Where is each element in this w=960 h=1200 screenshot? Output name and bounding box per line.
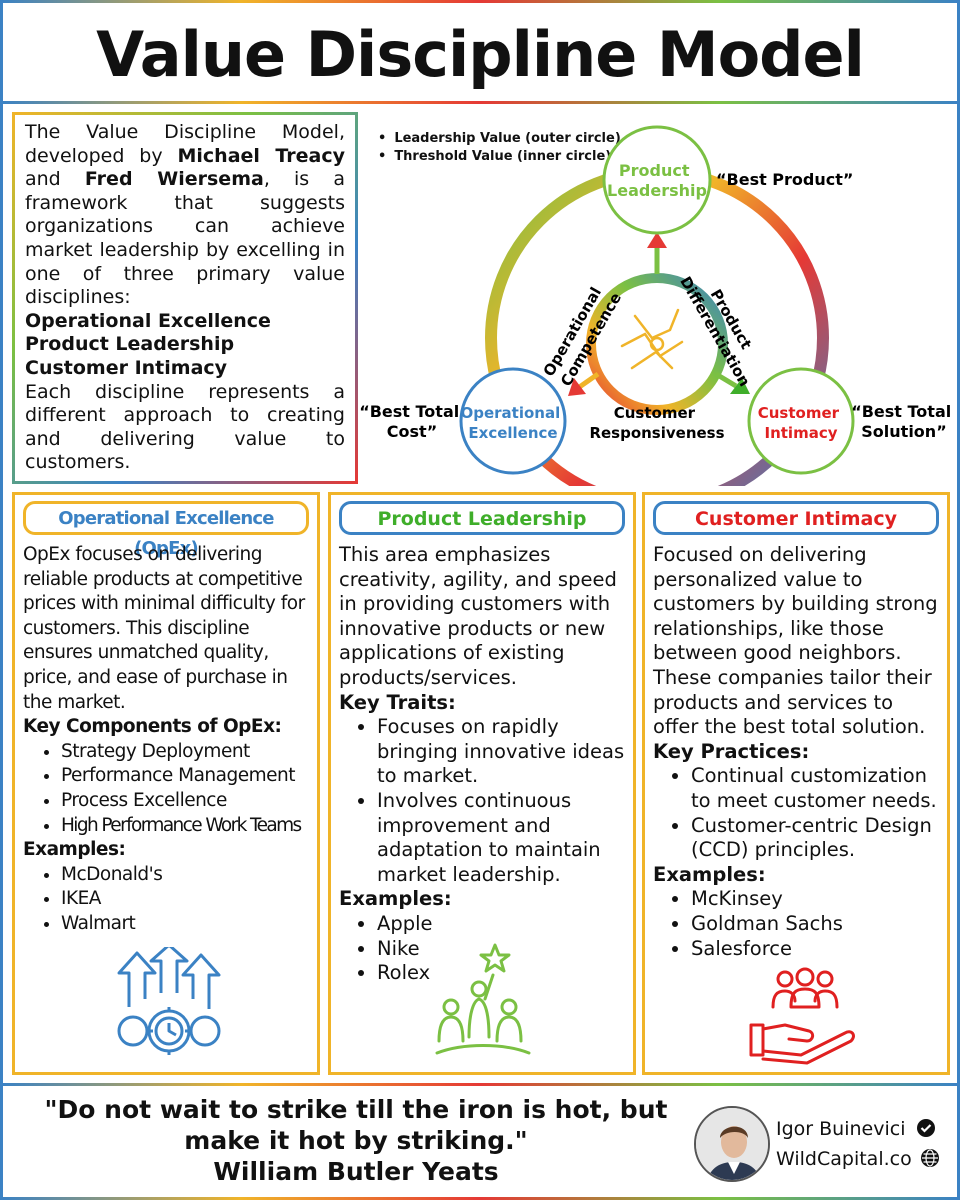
arrow-up-icon — [647, 232, 667, 274]
author-name: Igor Buinevici — [776, 1118, 936, 1140]
title-divider — [3, 101, 957, 104]
list-item: IKEA — [61, 887, 313, 912]
arc-label-operational-competence: Operational Competence — [540, 280, 625, 390]
avatar — [694, 1106, 770, 1182]
ci-description: Focused on delivering personalized value… — [653, 543, 938, 739]
quote-line: "Do not wait to strike till the iron is … — [44, 1095, 668, 1124]
intro-text-1: The Value Discipline Model, developed by — [25, 121, 345, 167]
quote-best-total-cost: “Best Total Cost” — [360, 402, 465, 441]
discipline-item: Operational Excellence — [25, 309, 271, 332]
author-name-text: Igor Buinevici — [776, 1118, 906, 1140]
intro-box: The Value Discipline Model, developed by… — [12, 112, 358, 484]
pl-traits-list: Focuses on rapidly bringing innovative i… — [339, 715, 629, 887]
list-item: Salesforce — [691, 937, 943, 962]
globe-icon — [920, 1149, 939, 1167]
quote-author: William Butler Yeats — [213, 1157, 499, 1186]
pl-examples-heading: Examples: — [339, 887, 452, 911]
opex-examples-heading: Examples: — [23, 839, 126, 861]
pl-traits-heading: Key Traits: — [339, 690, 456, 714]
list-item: McKinsey — [691, 887, 943, 912]
intro-closing: Each discipline represents a different a… — [25, 380, 345, 474]
opex-components-heading: Key Components of OpEx: — [23, 716, 282, 738]
opex-heading: Operational Excellence (OpEx) — [23, 501, 309, 559]
node-product-leadership: Product Leadership — [602, 125, 712, 235]
legend-item: Threshold Value (inner circle) — [378, 148, 621, 166]
node-operational-excellence: Operational Excellence — [459, 367, 567, 475]
discipline-item: Product Leadership — [25, 333, 235, 356]
pl-description: This area emphasizes creativity, agility… — [339, 543, 617, 689]
customer-intimacy-card: Customer Intimacy Focused on delivering … — [642, 492, 950, 1075]
ci-heading: Customer Intimacy — [653, 501, 939, 535]
ci-examples-heading: Examples: — [653, 862, 766, 886]
arrow-right-icon — [714, 371, 750, 394]
discipline-item: Customer Intimacy — [25, 356, 228, 379]
arrow-left-icon — [568, 371, 600, 396]
ci-practices-heading: Key Practices: — [653, 739, 810, 763]
pl-heading: Product Leadership — [339, 501, 625, 535]
node-customer-intimacy: Customer Intimacy — [747, 367, 855, 475]
opex-description: OpEx focuses on delivering reliable prod… — [23, 544, 305, 713]
hand-people-icon — [749, 967, 855, 1065]
list-item: Process Excellence — [61, 789, 313, 814]
page-title: Value Discipline Model — [96, 18, 865, 91]
pl-examples-list: Apple Nike Rolex — [339, 912, 629, 986]
footer-divider — [3, 1083, 957, 1086]
intro-and: and — [25, 168, 61, 191]
pl-body: This area emphasizes creativity, agility… — [339, 543, 629, 986]
list-item: Nike — [377, 937, 629, 962]
inner-ring — [586, 273, 728, 415]
list-item: Rolex — [377, 961, 629, 986]
author-name-treacy: Michael Treacy — [177, 144, 345, 167]
author-website-text: WildCapital.co — [776, 1148, 912, 1170]
svg-text:Product Leadership: Product Leadership — [607, 161, 707, 200]
value-discipline-diagram: Operational Competence Product Different… — [360, 125, 957, 486]
list-item: High Performance Work Teams — [61, 814, 313, 839]
list-item: Customer-centric Design (CCD) principles… — [691, 814, 943, 863]
verified-badge-icon — [916, 1119, 935, 1137]
list-item: Apple — [377, 912, 629, 937]
intro-paragraph: The Value Discipline Model, developed by… — [25, 121, 345, 310]
diagram-legend: Leadership Value (outer circle) Threshol… — [378, 130, 621, 166]
opex-card: Operational Excellence (OpEx) OpEx focus… — [12, 492, 320, 1075]
author-website[interactable]: WildCapital.co — [776, 1148, 940, 1170]
arc-label-customer-responsiveness: Customer Responsiveness — [589, 404, 724, 442]
opex-examples-list: McDonald's IKEA Walmart — [23, 863, 313, 937]
svg-text:Operational Excellence: Operational Excellence — [461, 404, 566, 442]
svg-text:Customer Intimacy: Customer Intimacy — [758, 404, 845, 442]
product-leadership-card: Product Leadership This area emphasizes … — [328, 492, 636, 1075]
quote-best-product: “Best Product” — [716, 170, 853, 189]
ci-practices-list: Continual customization to meet customer… — [653, 764, 943, 862]
list-item: Focuses on rapidly bringing innovative i… — [377, 715, 629, 789]
list-item: Strategy Deployment — [61, 740, 313, 765]
gears-arrows-clock-icon — [117, 947, 221, 1055]
author-name-wiersema: Fred Wiersema — [84, 168, 264, 191]
list-item: Involves continuous improvement and adap… — [377, 789, 629, 887]
footer-quote: "Do not wait to strike till the iron is … — [20, 1094, 692, 1187]
list-item: Walmart — [61, 912, 313, 937]
quote-line: make it hot by striking." — [184, 1126, 528, 1155]
quote-best-total-solution: “Best Total Solution” — [851, 402, 957, 441]
ci-examples-list: McKinsey Goldman Sachs Salesforce — [653, 887, 943, 961]
team-star-icon — [435, 943, 531, 1055]
list-item: Continual customization to meet customer… — [691, 764, 943, 813]
list-item: Performance Management — [61, 764, 313, 789]
opex-body: OpEx focuses on delivering reliable prod… — [23, 543, 313, 937]
list-item: Goldman Sachs — [691, 912, 943, 937]
intro-text-2: , is a framework that suggests organizat… — [25, 168, 346, 309]
opex-components-list: Strategy Deployment Performance Manageme… — [23, 740, 313, 838]
list-item: McDonald's — [61, 863, 313, 888]
ci-body: Focused on delivering personalized value… — [653, 543, 943, 961]
handshake-icon — [620, 308, 684, 370]
legend-item: Leadership Value (outer circle) — [378, 130, 620, 148]
